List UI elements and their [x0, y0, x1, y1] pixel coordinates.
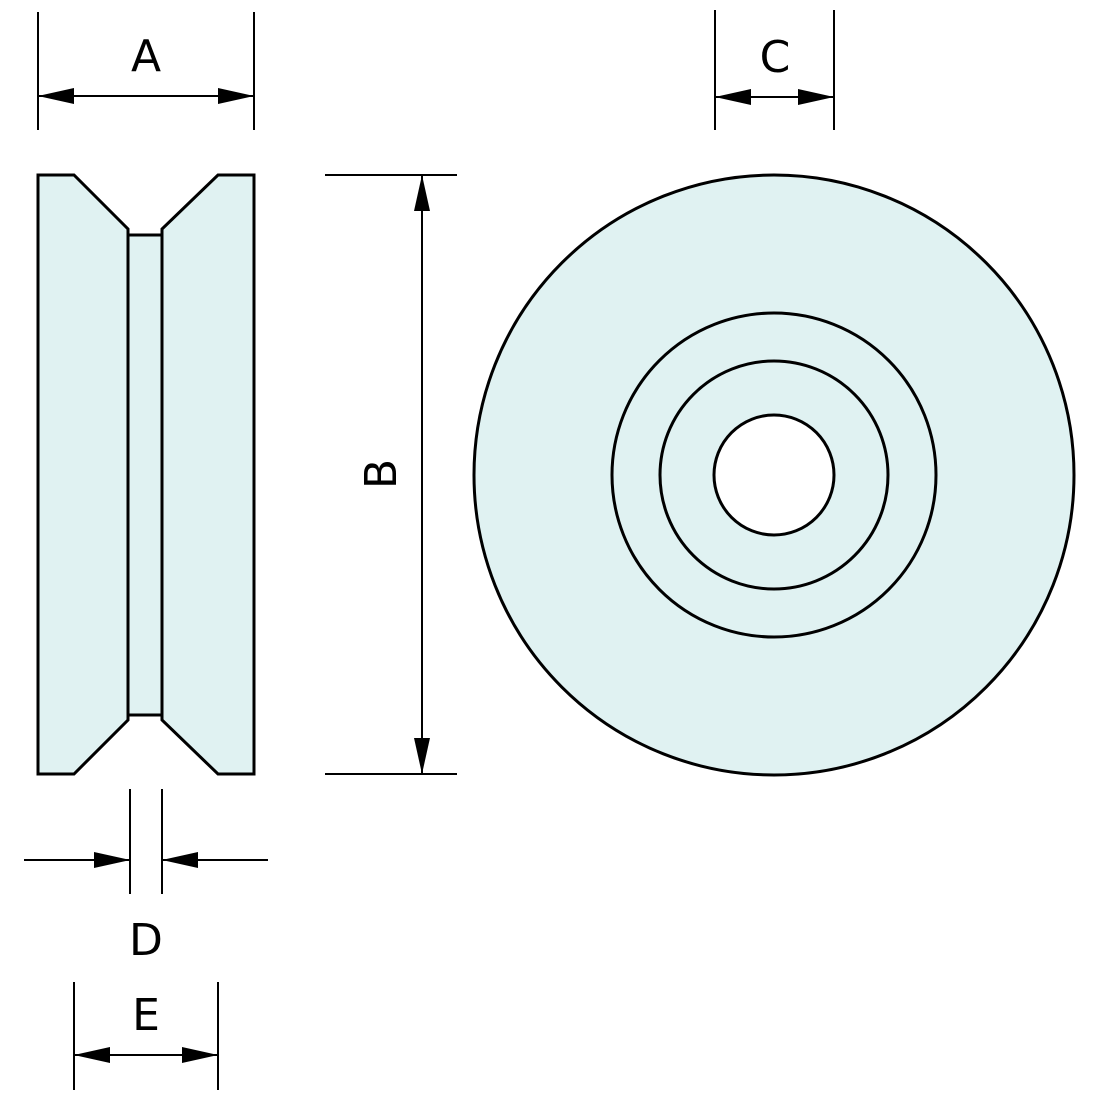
groove-bottom: [126, 233, 164, 717]
side-view: [36, 173, 256, 776]
dimension-d: D: [24, 789, 268, 966]
bore-hole: [712, 413, 836, 537]
label-a: A: [131, 31, 161, 82]
dimension-c: C: [714, 10, 835, 130]
dimension-b: B: [325, 174, 457, 775]
left-flange: [36, 173, 130, 776]
right-flange: [160, 173, 256, 776]
label-e: E: [132, 990, 160, 1041]
label-b: B: [356, 459, 407, 489]
front-view: [472, 173, 1076, 777]
label-d: D: [129, 915, 163, 966]
dimension-a: A: [37, 12, 255, 130]
dimension-e: E: [73, 982, 219, 1090]
label-c: C: [760, 32, 791, 83]
